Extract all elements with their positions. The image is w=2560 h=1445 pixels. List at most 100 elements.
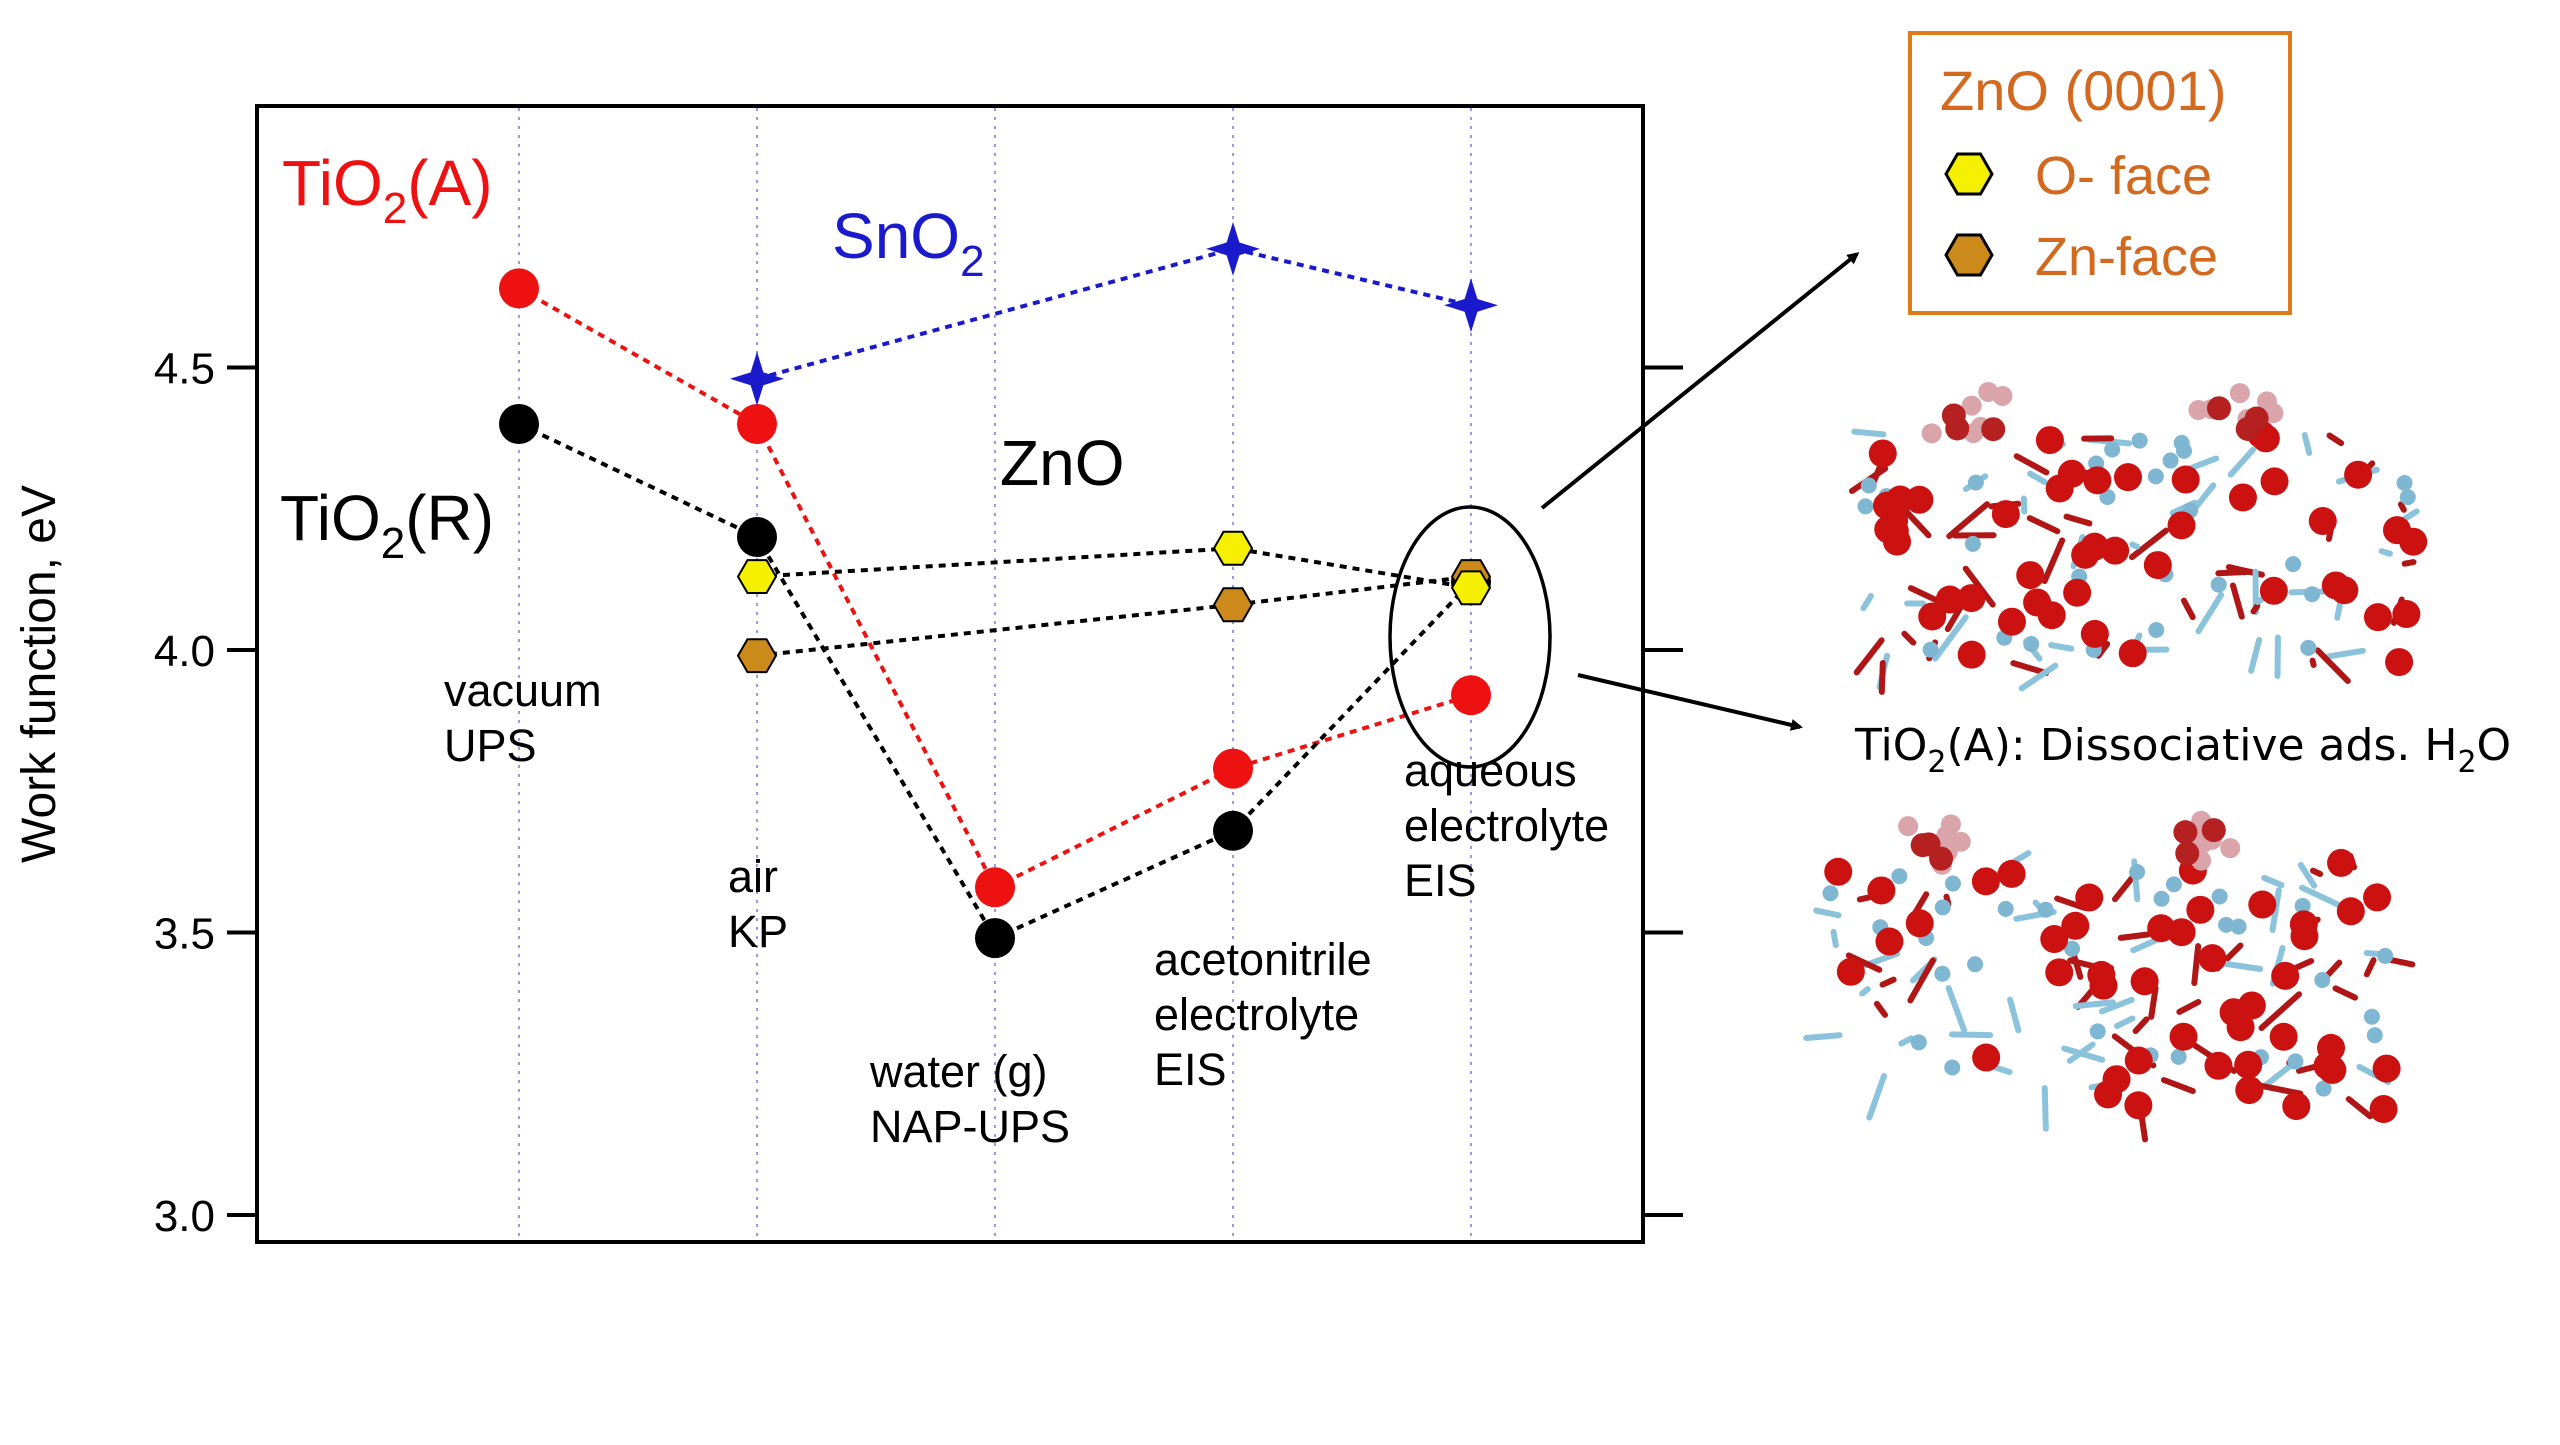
legend-zn-face-hex-icon [1946, 235, 1992, 275]
atom-o [2248, 891, 2276, 919]
atom-o [2327, 849, 2355, 877]
atom-h [1951, 832, 1971, 852]
bond [2045, 1088, 2046, 1129]
bond [2117, 1018, 2132, 1025]
atom-o [2038, 601, 2066, 629]
atom-o [1837, 958, 1865, 986]
data-point-zno_zn-1 [1214, 588, 1252, 621]
atom-o [2235, 1076, 2263, 1104]
atom-o [1998, 860, 2026, 888]
data-point-tio2r-2 [975, 918, 1015, 958]
atom-o [1958, 641, 1986, 669]
bond [2336, 988, 2356, 997]
atom-h [2220, 838, 2240, 858]
atom-ti [2090, 1023, 2106, 1039]
atom-o [2330, 576, 2358, 604]
atom-o-ads [1917, 832, 1941, 856]
atom-ti [1998, 901, 2014, 917]
legend: ZnO (0001) O- face Zn-face [1910, 33, 2290, 313]
atom-o [1972, 867, 2000, 895]
atom-o [2081, 620, 2109, 648]
atom-ti [1822, 885, 1838, 901]
atom-ti [2174, 435, 2190, 451]
data-point-tio2r-3 [1213, 811, 1253, 851]
atom-o [2363, 883, 2391, 911]
atom-ti [2285, 556, 2301, 572]
bond [2138, 635, 2140, 639]
zno-surface-structure-illustration [1852, 382, 2427, 692]
bond [2401, 504, 2404, 509]
atom-ti [2038, 902, 2054, 918]
bond [2251, 640, 2259, 671]
series-line-zno_o [757, 548, 1471, 588]
atom-ti [2377, 948, 2393, 964]
atom-ti [1891, 868, 1907, 884]
atom-o [2094, 1080, 2122, 1108]
atom-o [2271, 962, 2299, 990]
bond [2024, 499, 2025, 512]
y-axis-title: Work function, eV [13, 485, 66, 863]
data-point-sno2-2 [1444, 278, 1498, 332]
data-point-tio2a-2 [975, 867, 1015, 907]
atom-o [2282, 1092, 2310, 1120]
atom-o [2198, 944, 2226, 972]
series-label-sno2: SnO2 [832, 200, 985, 286]
atom-o [1998, 608, 2026, 636]
bond [1949, 504, 1987, 536]
bond [1906, 512, 1928, 536]
atom-ti [2300, 640, 2316, 656]
atom-ti [2367, 1027, 2383, 1043]
aqueous-highlight-ellipse [1390, 507, 1550, 767]
atom-ti [2397, 475, 2413, 491]
atom-o [2344, 461, 2372, 489]
atom-ti [1861, 477, 1877, 493]
atom-ti [2364, 1009, 2380, 1025]
atom-o [2172, 466, 2200, 494]
bond [2010, 1000, 2018, 1031]
bond [2330, 436, 2342, 444]
atom-o [2075, 884, 2103, 912]
atom-o [2260, 577, 2288, 605]
tio2-surface-structure-illustration [1806, 811, 2412, 1140]
data-point-tio2a-0 [499, 268, 539, 308]
bond [1854, 432, 1883, 435]
bond [2329, 651, 2363, 657]
atom-o [2373, 1055, 2401, 1083]
atom-o [2170, 1023, 2198, 1051]
atom-ti [2104, 441, 2120, 457]
atom-o [1918, 602, 1946, 630]
bond [2136, 1019, 2147, 1031]
legend-o-face-hex-icon [1946, 154, 1992, 194]
series-line-tio2r [519, 424, 1471, 938]
atom-o [2114, 463, 2142, 491]
bond [2198, 595, 2221, 631]
atom-o-ads [2236, 417, 2260, 441]
bond [2051, 645, 2071, 649]
bond [2313, 871, 2320, 874]
atom-ti [2023, 636, 2039, 652]
bond [1883, 980, 1894, 985]
atom-o [2016, 561, 2044, 589]
series-label-tio2r: TiO2(R) [280, 482, 494, 568]
atom-o [2364, 603, 2392, 631]
atom-ti [2148, 468, 2164, 484]
atom-o [1875, 928, 1903, 956]
data-point-tio2a-3 [1213, 749, 1253, 789]
atom-o [1867, 876, 1895, 904]
bond [2121, 934, 2148, 937]
series-label-zno: ZnO [1000, 427, 1124, 499]
atom-ti [1967, 956, 1983, 972]
bond [1806, 1035, 1839, 1038]
bond [2305, 435, 2309, 453]
atom-ti [2211, 577, 2227, 593]
bond [2233, 585, 2242, 616]
bond [2231, 450, 2253, 475]
atom-ti [2314, 972, 2330, 988]
atom-o [2083, 466, 2111, 494]
atom-ti [2287, 1053, 2303, 1069]
bond [2194, 946, 2198, 983]
bond [2221, 963, 2260, 969]
tio2a-dissociative-caption: TiO2(A): Dissociative ads. H2O [1854, 720, 2511, 780]
bond [2030, 474, 2045, 483]
legend-title: ZnO (0001) [1940, 59, 2226, 122]
